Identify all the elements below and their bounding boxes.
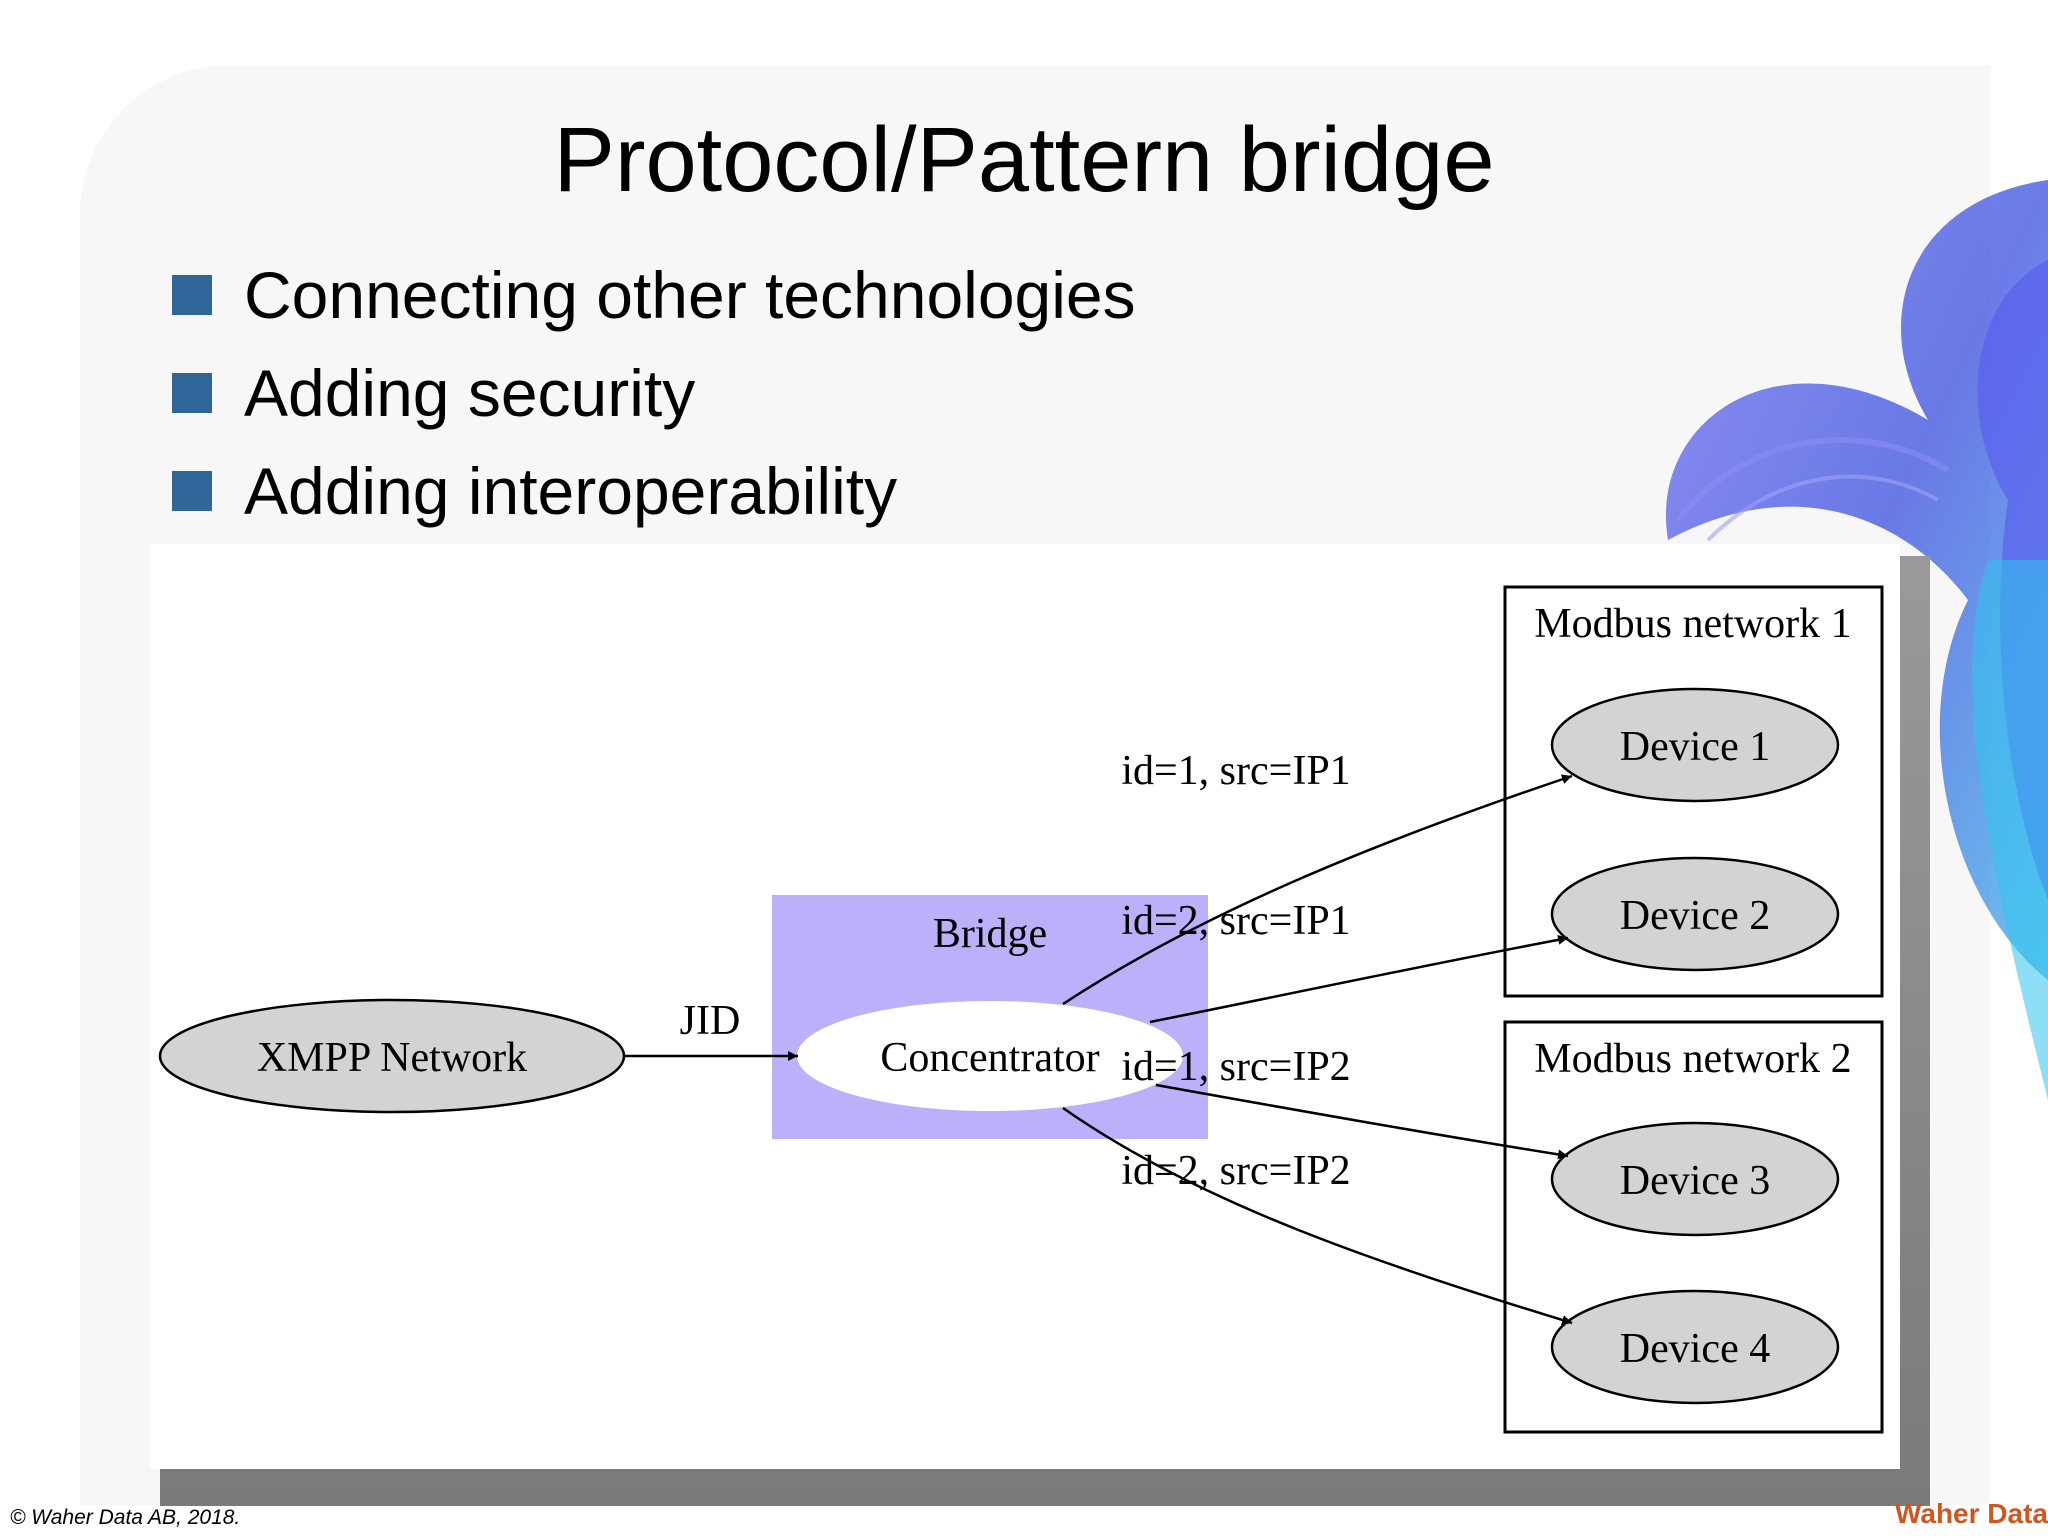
copyright-footer: © Waher Data AB, 2018.: [10, 1506, 241, 1529]
concentrator-label: Concentrator: [880, 1035, 1099, 1081]
device-1-node: [1550, 687, 1840, 803]
edge-device-2: [1149, 934, 1569, 1024]
bullet-list: Connecting other technologies Adding sec…: [172, 246, 1136, 540]
device-3-node: [1550, 1121, 1840, 1237]
xmpp-network-label: XMPP Network: [257, 1035, 527, 1081]
waher-data-logo: Waher Data: [1894, 1498, 2048, 1529]
edge-device-4-label: id=2, src=IP2: [1121, 1148, 1350, 1194]
edge-device-1-label: id=1, src=IP1: [1121, 748, 1350, 794]
bullet-square-icon: [172, 471, 212, 511]
edge-device-2-label: id=2, src=IP1: [1121, 898, 1350, 944]
edge-device-3-label: id=1, src=IP2: [1121, 1044, 1350, 1090]
bullet-square-icon: [172, 373, 212, 413]
edge-device-1: [1062, 774, 1573, 1006]
device-4-node: [1550, 1289, 1840, 1405]
device-3-label: Device 3: [1620, 1158, 1770, 1204]
bullet-item: Adding interoperability: [172, 442, 1136, 540]
device-2-node: [1550, 856, 1840, 972]
bridge-label: Bridge: [933, 911, 1047, 957]
concentrator-node: [797, 1001, 1183, 1111]
diagram-panel: Bridge Modbus network 1 Modbus network 2…: [150, 544, 1900, 1469]
device-1-label: Device 1: [1620, 724, 1770, 770]
device-2-label: Device 2: [1620, 893, 1770, 939]
edge-jid-label: JID: [680, 998, 741, 1044]
bridge-diagram: Bridge Modbus network 1 Modbus network 2…: [158, 585, 1884, 1434]
modbus-network-2-cluster: [1503, 1020, 1884, 1434]
bullet-text: Connecting other technologies: [244, 258, 1136, 332]
modbus-network-1-label: Modbus network 1: [1534, 601, 1851, 647]
bullet-square-icon: [172, 275, 212, 315]
modbus-network-2-label: Modbus network 2: [1534, 1036, 1851, 1082]
bullet-text: Adding interoperability: [244, 454, 898, 528]
device-4-label: Device 4: [1620, 1326, 1770, 1372]
bullet-item: Connecting other technologies: [172, 246, 1136, 344]
page-title: Protocol/Pattern bridge: [553, 109, 1495, 211]
modbus-network-1-cluster: [1503, 585, 1884, 998]
bullet-text: Adding security: [244, 356, 696, 430]
bullet-item: Adding security: [172, 344, 1136, 442]
edge-device-4: [1062, 1106, 1573, 1325]
edge-device-3: [1155, 1083, 1569, 1160]
